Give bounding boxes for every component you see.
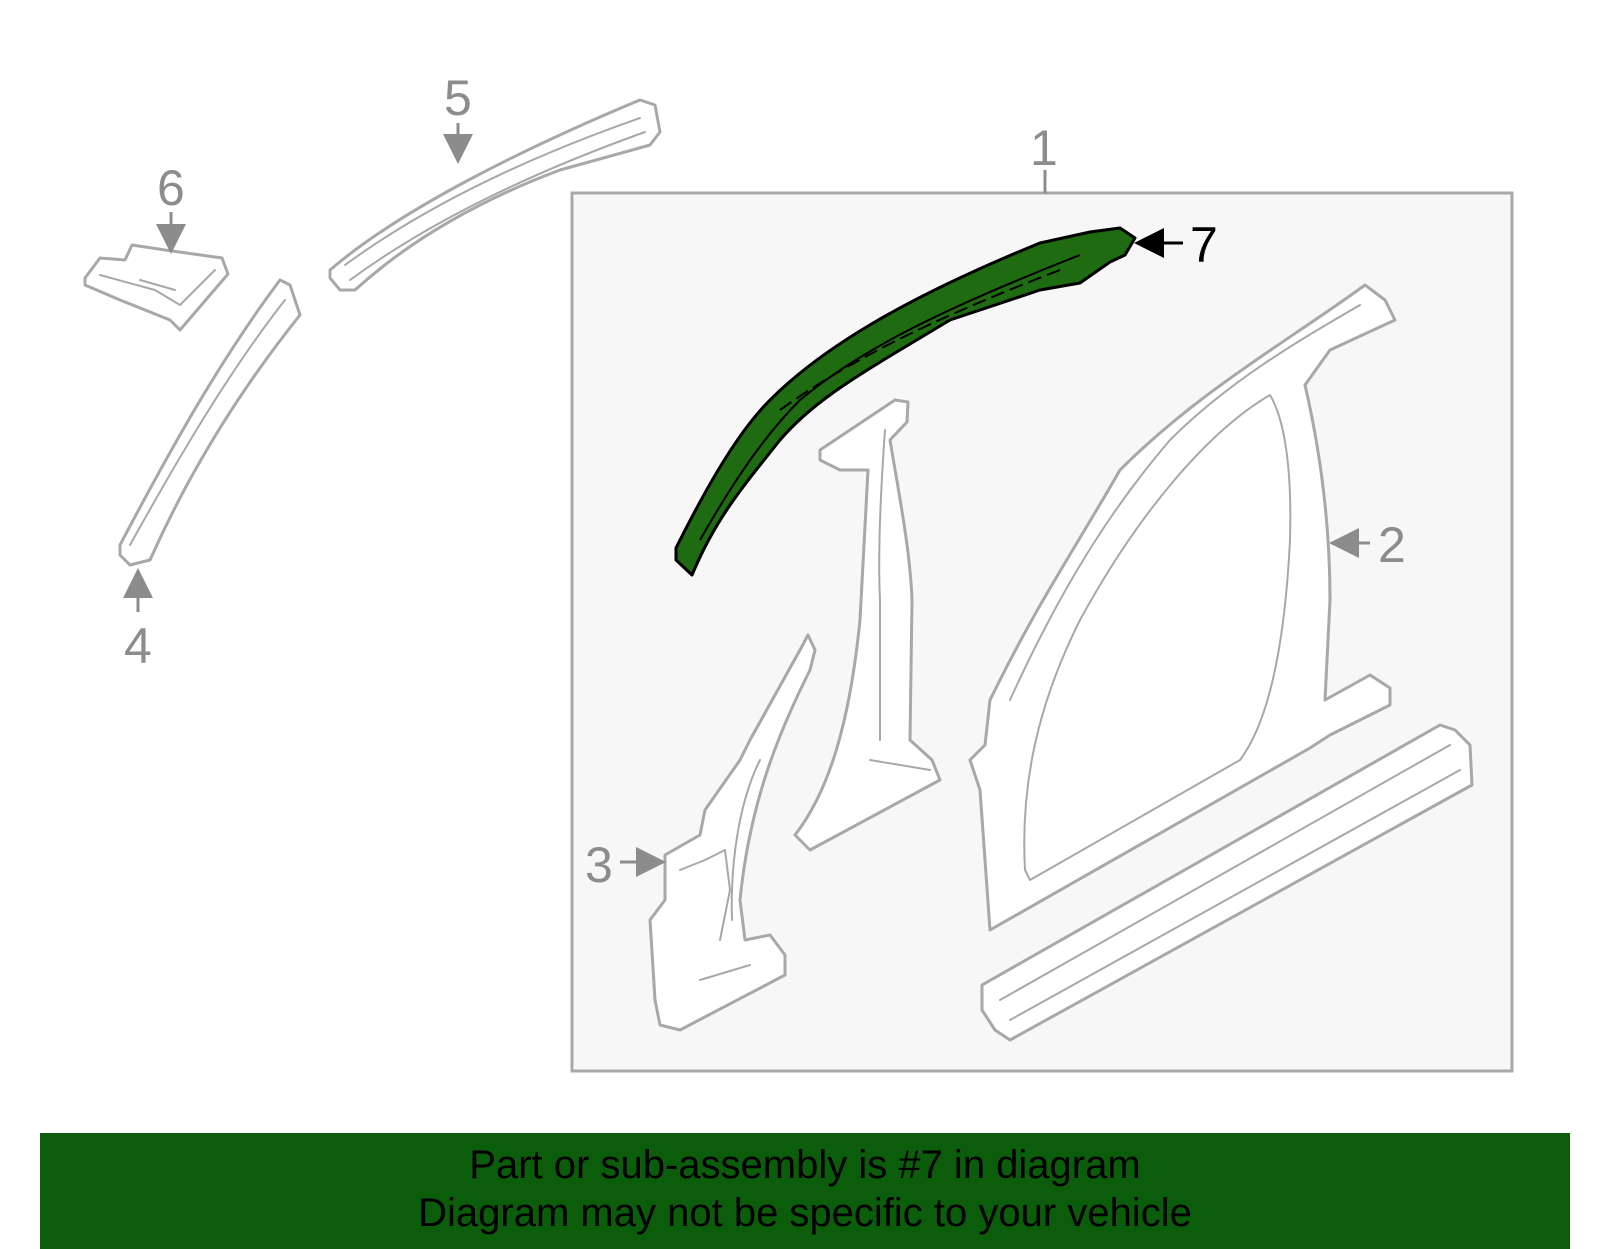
callout-3[interactable]: 3 xyxy=(585,837,613,893)
callout-7[interactable]: 7 xyxy=(1190,217,1218,273)
callout-1[interactable]: 1 xyxy=(1030,120,1058,176)
part-6-bracket[interactable] xyxy=(83,243,230,332)
parts-diagram: 1 5 6 4 7 3 xyxy=(83,70,1514,1073)
banner-line-2: Diagram may not be specific to your vehi… xyxy=(418,1191,1192,1235)
banner-line-1: Part or sub-assembly is #7 in diagram xyxy=(469,1143,1141,1187)
callout-6[interactable]: 6 xyxy=(157,160,185,216)
part-4-pillar[interactable] xyxy=(118,278,302,567)
callout-4[interactable]: 4 xyxy=(124,618,152,674)
callout-5[interactable]: 5 xyxy=(444,70,472,126)
callout-2[interactable]: 2 xyxy=(1378,517,1406,573)
part-5-roof-rail[interactable] xyxy=(328,98,662,292)
b-pillar[interactable] xyxy=(793,398,942,852)
part-2-body-side[interactable] xyxy=(968,283,1397,932)
part-3-lower-pillar[interactable] xyxy=(648,633,817,1032)
info-banner: Part or sub-assembly is #7 in diagram Di… xyxy=(40,1133,1570,1249)
rocker-panel[interactable] xyxy=(980,723,1474,1042)
part-7-highlighted-rail[interactable] xyxy=(674,226,1137,577)
